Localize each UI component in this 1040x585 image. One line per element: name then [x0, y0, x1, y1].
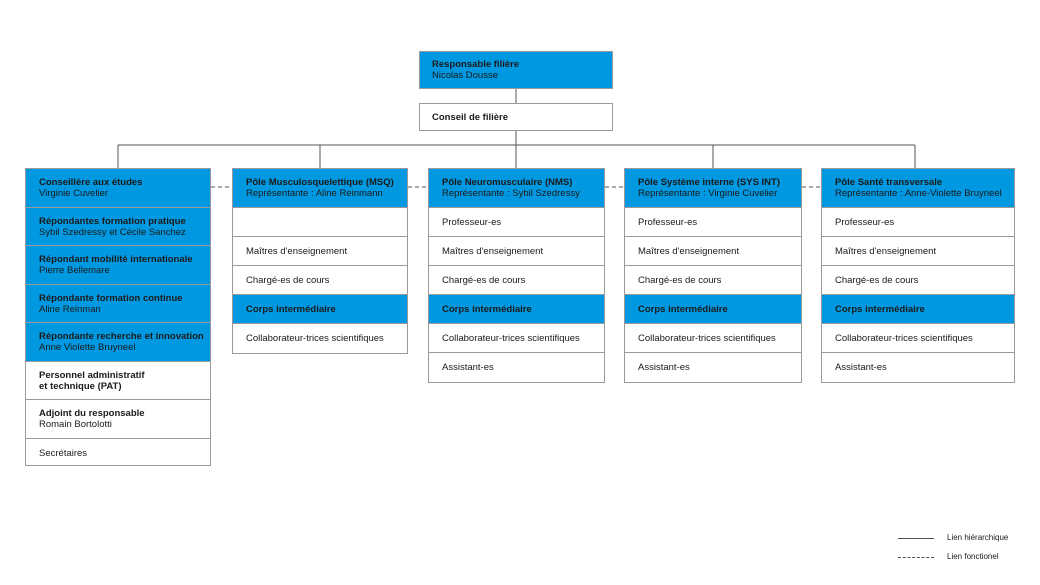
item-title: Conseillère aux études [39, 177, 143, 188]
row-text: Assistant-es [638, 362, 690, 373]
pole-sysint-box: Pôle Système interne (SYS INT) Représent… [624, 168, 802, 383]
pole-row: Assistant-es [429, 353, 604, 382]
left-item-pat: Personnel administratif et technique (PA… [26, 362, 210, 400]
corps-title: Corps intermédiaire [442, 303, 532, 315]
legend-solid-line [898, 537, 934, 539]
left-item-adjoint: Adjoint du responsable Romain Bortolotti [26, 400, 210, 439]
row-text: Assistant-es [442, 362, 494, 373]
left-item-secretaires: Secrétaires [26, 439, 210, 467]
pole-row: Maîtres d'enseignement [822, 237, 1014, 266]
row-text: Collaborateur-trices scientifiques [442, 332, 580, 344]
pole-row: Maîtres d'enseignement [429, 237, 604, 266]
corps-title: Corps intermédiaire [246, 303, 336, 315]
item-sub: Virginie Cuvelier [39, 188, 108, 199]
row-text: Collaborateur-trices scientifiques [638, 332, 776, 344]
responsable-filiere-box: Responsable filière Nicolas Dousse [419, 51, 613, 89]
pole-row: Chargé-es de cours [822, 266, 1014, 295]
item-title: Répondant mobilité internationale [39, 254, 193, 265]
item-title: Personnel administratif [39, 369, 145, 381]
pole-corps-header: Corps intermédiaire [429, 295, 604, 324]
row-text: Chargé-es de cours [638, 274, 722, 286]
row-text: Chargé-es de cours [835, 274, 919, 286]
left-item-formation-pratique: Répondantes formation pratique Sybil Sze… [26, 208, 210, 246]
item-title: Répondante formation continue [39, 292, 183, 304]
row-text: Maîtres d'enseignement [246, 245, 348, 257]
row-text: Chargé-es de cours [246, 274, 330, 286]
left-item-recherche: Répondante recherche et innovation Anne … [26, 323, 210, 362]
responsable-name: Nicolas Dousse [432, 70, 498, 81]
pole-row: Collaborateur-trices scientifiques [822, 324, 1014, 353]
pole-msq-box: Pôle Musculosquelettique (MSQ) Représent… [232, 168, 408, 354]
left-item-conseillere: Conseillère aux études Virginie Cuvelier [26, 169, 210, 208]
item-sub: Aline Reinman [39, 303, 101, 315]
pole-row: Assistant-es [822, 353, 1014, 382]
pole-row: Professeur-es [625, 208, 801, 237]
row-text: Professeur-es [835, 216, 895, 228]
row-text: Maîtres d'enseignement [442, 245, 544, 257]
pole-row: Chargé-es de cours [625, 266, 801, 295]
pole-header: Pôle Neuromusculaire (NMS) Représentante… [429, 169, 604, 208]
item-title: Adjoint du responsable [39, 408, 145, 419]
left-item-mobilite: Répondant mobilité internationale Pierre… [26, 246, 210, 285]
row-text: Maîtres d'enseignement [638, 245, 740, 257]
pole-row: Collaborateur-trices scientifiques [233, 324, 407, 353]
row-text: Collaborateur-trices scientifiques [835, 332, 973, 344]
item-sub: Romain Bortolotti [39, 419, 112, 430]
row-text: Chargé-es de cours [442, 274, 526, 286]
legend-fonctionel: Lien fonctionel [898, 552, 999, 562]
pole-title: Pôle Neuromusculaire (NMS) [442, 177, 573, 188]
pole-title: Pôle Musculosquelettique (MSQ) [246, 177, 394, 188]
pole-rep: Représentante : Sybil Szedressy [442, 188, 580, 199]
pole-row: Maîtres d'enseignement [625, 237, 801, 266]
pole-row: Professeur-es [429, 208, 604, 237]
pole-row: Chargé-es de cours [429, 266, 604, 295]
left-column-box: Conseillère aux études Virginie Cuvelier… [25, 168, 211, 466]
pole-corps-header: Corps intermédiaire [822, 295, 1014, 324]
row-text: Professeur-es [638, 216, 698, 228]
pole-corps-header: Corps intermédiaire [233, 295, 407, 324]
pole-row: Assistant-es [625, 353, 801, 382]
item-sub: Sybil Szedressy et Cécile Sanchez [39, 226, 186, 238]
pole-row: Collaborateur-trices scientifiques [429, 324, 604, 353]
pole-row: Professeur-es [822, 208, 1014, 237]
pole-header: Pôle Système interne (SYS INT) Représent… [625, 169, 801, 208]
item-title: Répondantes formation pratique [39, 215, 186, 227]
pole-row: Maîtres d'enseignement [233, 237, 407, 266]
item-text: Secrétaires [39, 447, 88, 459]
pole-row: Chargé-es de cours [233, 266, 407, 295]
pole-header: Pôle Santé transversale Représentante : … [822, 169, 1014, 208]
legend-dashed-label: Lien fonctionel [947, 552, 999, 561]
item-sub: Anne Violette Bruyneel [39, 342, 136, 353]
corps-title: Corps intermédiaire [638, 303, 728, 315]
item-sub: Pierre Bellemare [39, 265, 110, 276]
pole-rep: Représentante : Virginie Cuvelier [638, 188, 778, 199]
item-title: Répondante recherche et innovation [39, 331, 204, 342]
row-text: Collaborateur-trices scientifiques [246, 333, 384, 344]
pole-row-empty [233, 208, 407, 237]
pole-corps-header: Corps intermédiaire [625, 295, 801, 324]
row-text: Professeur-es [442, 216, 502, 228]
row-text: Assistant-es [835, 362, 887, 373]
pole-title: Pôle Système interne (SYS INT) [638, 177, 781, 188]
legend-hierarchique: Lien hiérarchique [898, 533, 1008, 543]
pole-rep: Représentante : Aline Reinmann [246, 188, 383, 199]
corps-title: Corps intermédiaire [835, 303, 925, 315]
pole-sante-box: Pôle Santé transversale Représentante : … [821, 168, 1015, 383]
responsable-title: Responsable filière [432, 59, 520, 70]
row-text: Maîtres d'enseignement [835, 245, 937, 257]
conseil-filiere-box: Conseil de filière [419, 103, 613, 131]
legend-solid-label: Lien hiérarchique [947, 533, 1009, 542]
item-title-line2: et technique (PAT) [39, 380, 122, 392]
pole-header: Pôle Musculosquelettique (MSQ) Représent… [233, 169, 407, 208]
pole-row: Collaborateur-trices scientifiques [625, 324, 801, 353]
pole-nms-box: Pôle Neuromusculaire (NMS) Représentante… [428, 168, 605, 383]
conseil-title: Conseil de filière [432, 111, 509, 123]
pole-title: Pôle Santé transversale [835, 177, 943, 188]
pole-rep: Représentante : Anne-Violette Bruyneel [835, 188, 1002, 199]
left-item-formation-continue: Répondante formation continue Aline Rein… [26, 285, 210, 323]
legend-dashed-line [898, 556, 934, 558]
